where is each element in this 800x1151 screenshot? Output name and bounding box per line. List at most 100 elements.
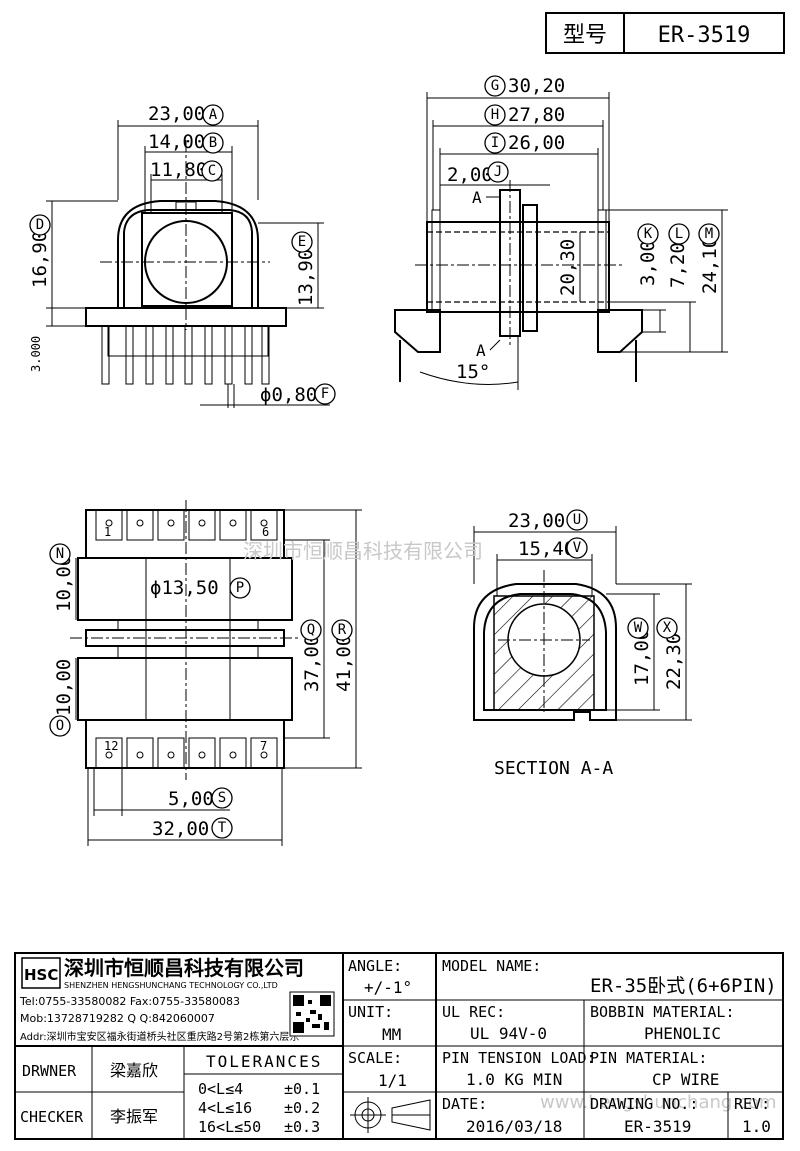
dim-U-letter: U bbox=[573, 512, 581, 528]
drawer-name: 梁嘉欣 bbox=[110, 1061, 158, 1080]
dim-B-letter: B bbox=[209, 135, 217, 151]
dim-P-value: ϕ13,50 bbox=[150, 577, 219, 599]
checker-name: 李振军 bbox=[110, 1107, 158, 1126]
dim-A-value: 23,00 bbox=[148, 103, 205, 125]
tol-value-3: ±0.3 bbox=[284, 1118, 320, 1136]
side-view: G 30,20 H 27,80 I 26,00 2,00 J A A 15° 2… bbox=[394, 75, 728, 390]
dim-F-letter: F bbox=[321, 386, 329, 402]
scale-value: 1/1 bbox=[378, 1071, 407, 1090]
dim-S-letter: S bbox=[218, 790, 226, 806]
bobbin-material-label: BOBBIN MATERIAL: bbox=[590, 1003, 735, 1021]
ul-rec-value: UL 94V-0 bbox=[470, 1024, 547, 1043]
dim-C-value: 11,80 bbox=[150, 159, 207, 181]
watermark-url: www.hengshunchang.com bbox=[540, 1092, 777, 1113]
unit-value: MM bbox=[382, 1025, 401, 1044]
dim-C-letter: C bbox=[208, 163, 216, 179]
company-logo: HSC bbox=[21, 957, 61, 989]
bobbin-material-value: PHENOLIC bbox=[644, 1024, 721, 1043]
tol-range-1: 0<L≤4 bbox=[198, 1080, 243, 1098]
rev-label: REV: bbox=[734, 1095, 770, 1113]
model-name-label: MODEL NAME: bbox=[442, 957, 541, 975]
dim-W-value: 17,00 bbox=[631, 629, 653, 686]
dim-M-letter: M bbox=[705, 226, 713, 242]
dim-P-letter: P bbox=[236, 580, 244, 596]
pin-cells-upper bbox=[95, 509, 278, 541]
type-label: 型号 bbox=[563, 23, 607, 48]
dim-R-value: 41,00 bbox=[333, 635, 355, 692]
header-box: 型号 ER-3519 bbox=[545, 12, 785, 54]
dim-D-letter: D bbox=[36, 217, 44, 233]
company-tel-fax: Tel:0755-33580082 Fax:0755-33580083 bbox=[19, 995, 240, 1008]
dim-K-value: 3,00 bbox=[637, 240, 659, 286]
section-caption: SECTION A-A bbox=[494, 758, 613, 779]
dim-U-value: 23,00 bbox=[508, 510, 565, 532]
ul-rec-label: UL REC: bbox=[442, 1003, 505, 1021]
dim-V-value: 15,40 bbox=[518, 538, 575, 560]
dim-mid-value: 20,30 bbox=[557, 239, 579, 296]
company-address: Addr:深圳市宝安区福永街道桥头社区重庆路2号第2栋第六层东 bbox=[20, 1030, 299, 1043]
drawing-no-value: ER-3519 bbox=[624, 1117, 691, 1136]
dim-E-letter: E bbox=[298, 234, 306, 250]
date-label: DATE: bbox=[442, 1095, 487, 1113]
pin-label-6: 6 bbox=[262, 525, 269, 539]
dim-W-letter: W bbox=[634, 620, 643, 636]
dim-A-letter: A bbox=[209, 107, 218, 123]
dim-K-letter: K bbox=[644, 226, 653, 242]
tolerances-title: TOLERANCES bbox=[206, 1052, 322, 1071]
dim-N-letter: N bbox=[56, 546, 64, 562]
angle-tolerance: +/-1° bbox=[364, 978, 412, 997]
dim-G-value: 30,20 bbox=[508, 75, 565, 97]
dim-J-letter: J bbox=[494, 164, 502, 180]
dim-Q-letter: Q bbox=[307, 622, 315, 638]
section-mark-top: A bbox=[472, 188, 482, 207]
angle-label: ANGLE: bbox=[348, 957, 402, 975]
dim-I-value: 26,00 bbox=[508, 132, 565, 154]
pin-label-12: 12 bbox=[104, 739, 118, 753]
tol-value-2: ±0.2 bbox=[284, 1099, 320, 1117]
dim-S-value: 5,00 bbox=[168, 788, 214, 810]
checker-label: CHECKER bbox=[20, 1108, 84, 1126]
watermark-cn: 深圳市恒顺昌科技有限公司 bbox=[243, 539, 483, 563]
dim-T-letter: T bbox=[218, 820, 227, 836]
date-value: 2016/03/18 bbox=[466, 1117, 562, 1136]
pin-label-7: 7 bbox=[260, 739, 267, 753]
dim-H-value: 27,80 bbox=[508, 104, 565, 126]
front-pins bbox=[101, 325, 270, 385]
front-view: 23,00 A 14,00 B 11,80 C 16,90 D 13,90 E bbox=[29, 103, 336, 408]
dim-N-value: 10,00 bbox=[53, 555, 75, 612]
dim-O-letter: O bbox=[56, 718, 64, 734]
dim-L-value: 7,20 bbox=[667, 242, 689, 288]
dim-pin-length: 3.000 bbox=[29, 336, 43, 372]
tol-range-2: 4<L≤16 bbox=[198, 1099, 252, 1117]
logo-text: HSC bbox=[24, 966, 58, 984]
dim-F-value: ϕ0,80 bbox=[260, 384, 317, 406]
pin-tension-label: PIN TENSION LOAD: bbox=[442, 1049, 596, 1067]
company-name-cn: 深圳市恒顺昌科技有限公司 bbox=[64, 956, 304, 980]
qr-code bbox=[289, 991, 335, 1037]
unit-label: UNIT: bbox=[348, 1003, 393, 1021]
dim-T-value: 32,00 bbox=[152, 818, 209, 840]
tol-value-1: ±0.1 bbox=[284, 1080, 320, 1098]
dim-Q-value: 37,00 bbox=[301, 635, 323, 692]
dim-L-letter: L bbox=[675, 226, 683, 242]
drawer-label: DRWNER bbox=[22, 1062, 77, 1080]
top-view: 1 6 12 7 10,00 N 10,00 O ϕ13,50 P 37,00 bbox=[49, 500, 362, 846]
dim-G-letter: G bbox=[491, 78, 499, 94]
company-name-en: SHENZHEN HENGSHUNCHANG TECHNOLOGY CO.,LT… bbox=[64, 981, 278, 990]
dim-X-letter: X bbox=[663, 620, 672, 636]
scale-label: SCALE: bbox=[348, 1049, 402, 1067]
rev-value: 1.0 bbox=[742, 1117, 771, 1136]
dim-E-value: 13,90 bbox=[295, 249, 317, 306]
drawing-no-label: DRAWING NO.: bbox=[590, 1095, 698, 1113]
dim-J-value: 2,00 bbox=[447, 164, 493, 186]
tol-range-3: 16<L≤50 bbox=[198, 1118, 261, 1136]
model-name-value: ER-35卧式(6+6PIN) bbox=[590, 975, 777, 997]
pin-label-1: 1 bbox=[104, 525, 111, 539]
pin-material-label: PIN MATERIAL: bbox=[590, 1049, 707, 1067]
dim-B-value: 14,00 bbox=[148, 131, 205, 153]
pin-cells-lower bbox=[95, 737, 278, 769]
title-block: HSC 深圳市恒顺昌科技有限公司 SHENZHEN HENGSHUNCHANG … bbox=[14, 952, 784, 1140]
company-mob-qq: Mob:13728719282 Q Q:842060007 bbox=[20, 1012, 215, 1025]
dim-M-value: 24,10 bbox=[699, 237, 721, 294]
